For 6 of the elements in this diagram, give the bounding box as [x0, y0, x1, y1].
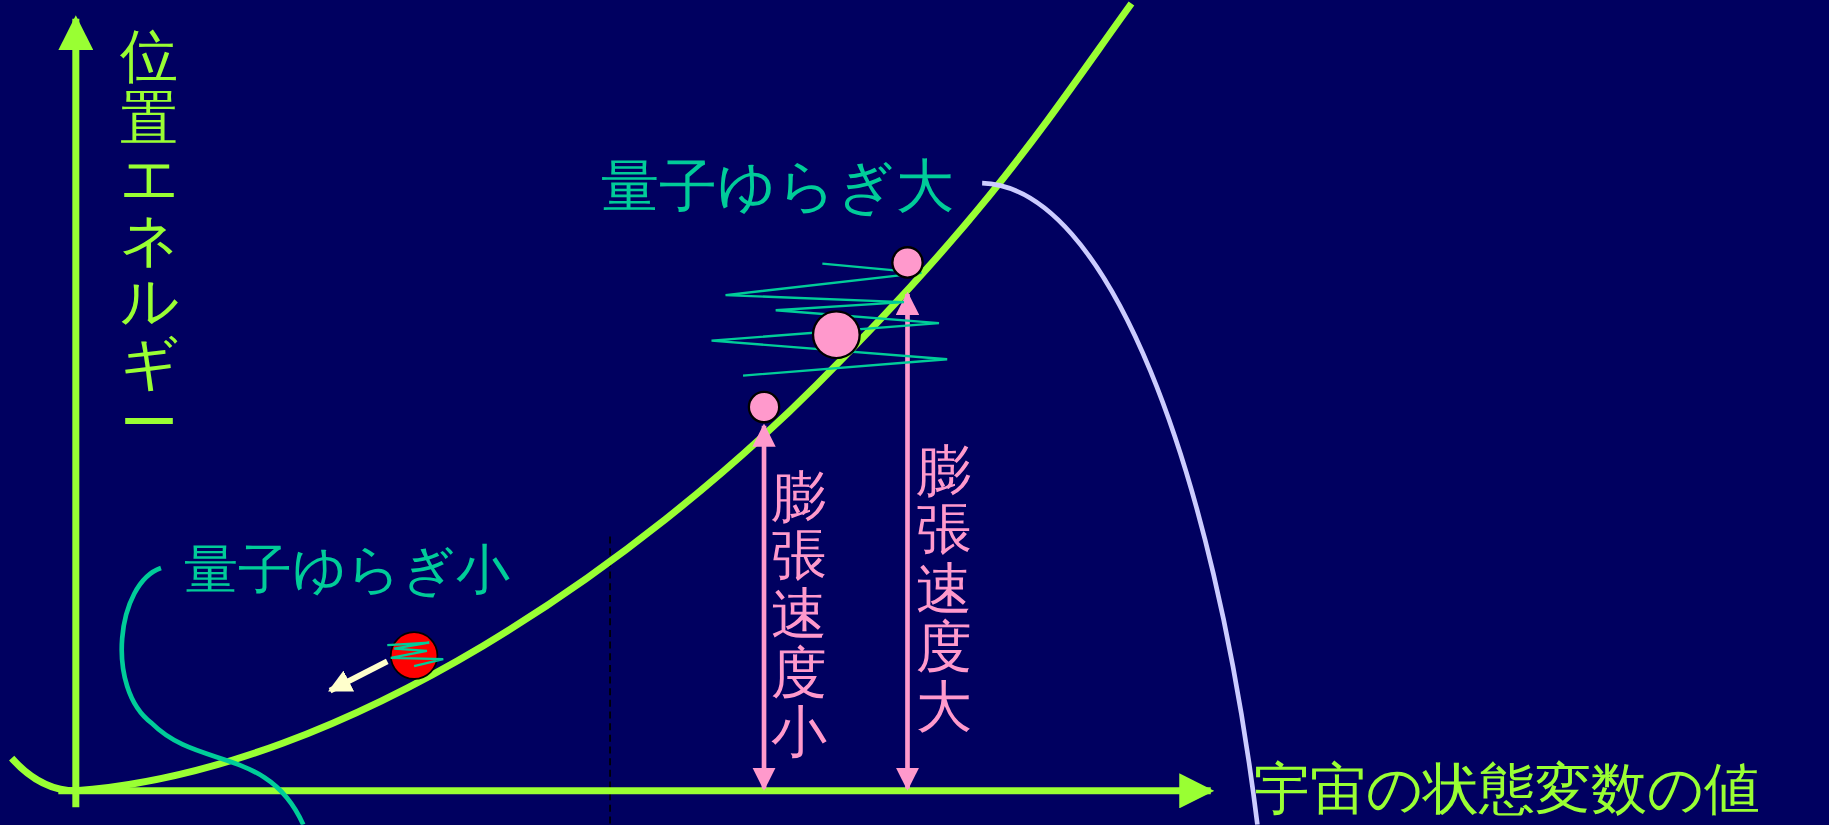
axis-label: 位置エネルギー [119, 25, 181, 455]
curve-label: 量子ゆらぎ小 [184, 542, 510, 597]
dimension-label: 膨張速度小 [770, 466, 829, 761]
dimension-label: 膨張速度大 [914, 440, 973, 735]
curve-label: 量子ゆらぎ大 [600, 157, 955, 216]
axis-label: 宇宙の状態変数の値 [1253, 760, 1761, 817]
